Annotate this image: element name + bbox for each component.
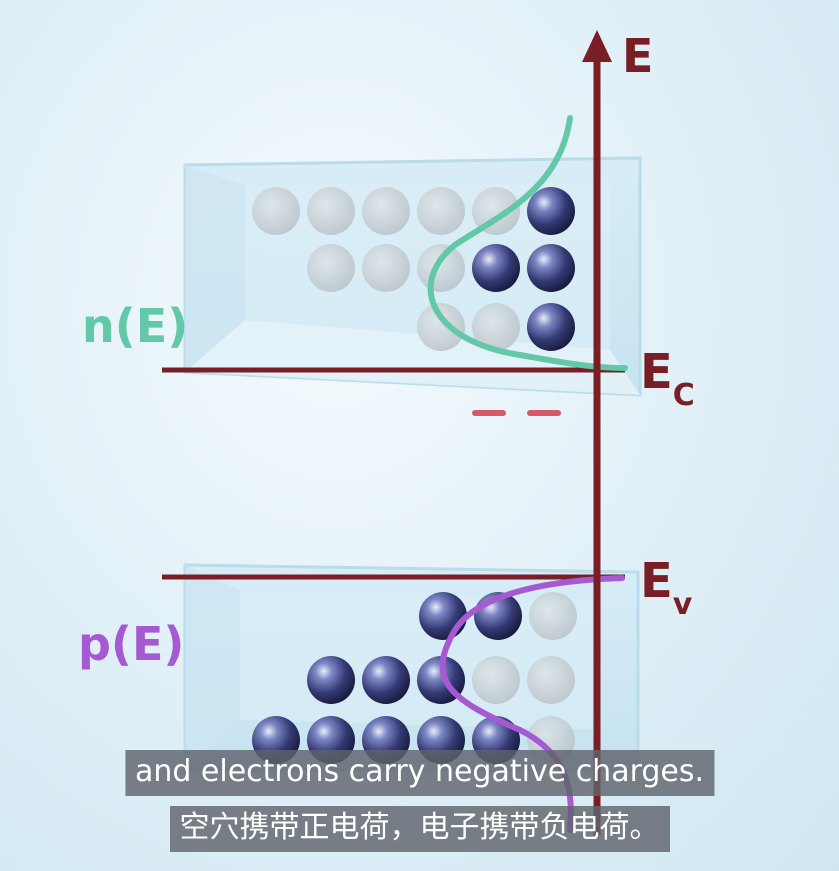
energy-axis xyxy=(582,30,612,835)
conduction-band-electron xyxy=(527,303,575,351)
conduction-band-electron xyxy=(527,187,575,235)
conduction-band-states xyxy=(252,187,575,351)
conduction-band-empty-state xyxy=(417,187,465,235)
valence-band-label: Ev xyxy=(640,553,693,622)
valence-band-electron xyxy=(419,592,467,640)
conduction-band-empty-state xyxy=(252,187,300,235)
electron-density-label: n(E) xyxy=(82,299,188,353)
conduction-band-empty-state xyxy=(362,187,410,235)
valence-band-empty-state xyxy=(472,656,520,704)
conduction-band-electron xyxy=(527,244,575,292)
subtitle-english: and electrons carry negative charges. xyxy=(124,750,715,796)
conduction-band-empty-state xyxy=(417,303,465,351)
conduction-band-electron xyxy=(472,244,520,292)
valence-band-electron xyxy=(362,656,410,704)
conduction-band-empty-state xyxy=(472,303,520,351)
valence-band-electron xyxy=(307,656,355,704)
electron-density-curve xyxy=(427,115,628,371)
valence-band-empty-state xyxy=(529,592,577,640)
conduction-band-empty-state xyxy=(307,187,355,235)
conduction-band-empty-state xyxy=(362,244,410,292)
conduction-band-empty-state xyxy=(417,244,465,292)
conduction-band-label: EC xyxy=(640,344,695,413)
conduction-band-empty-state xyxy=(472,187,520,235)
valence-band-empty-state xyxy=(527,656,575,704)
hole-density-label: p(E) xyxy=(78,617,184,671)
energy-axis-label: E xyxy=(622,29,653,83)
subtitle-chinese: 空穴携带正电荷，电子携带负电荷。 xyxy=(169,806,670,852)
conduction-band-empty-state xyxy=(307,244,355,292)
